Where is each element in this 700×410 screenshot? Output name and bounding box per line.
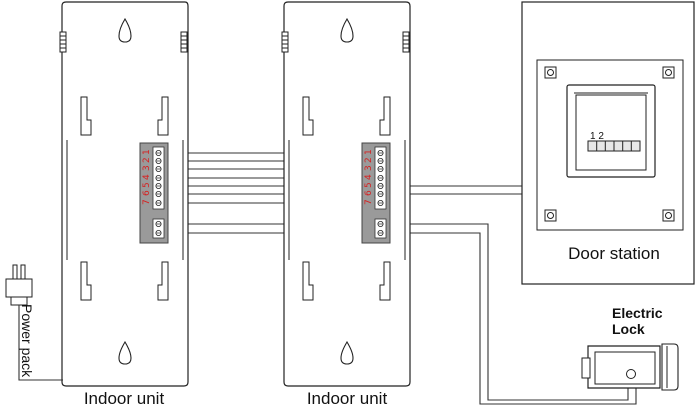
lock-keyhole <box>626 369 636 379</box>
mount-hole-top <box>118 17 132 43</box>
mount-hooks <box>302 96 391 301</box>
vent-slots-left <box>281 31 289 53</box>
power-pack-label: Power pack <box>19 304 35 378</box>
mount-hooks <box>80 96 169 301</box>
lock-wire-2 <box>385 232 637 405</box>
power-cable <box>18 305 63 381</box>
electric-lock: Electric Lock <box>581 305 679 391</box>
terminal-number: 5 <box>142 182 152 188</box>
lock-bolt-plate <box>581 357 591 379</box>
door-terminal-strip <box>587 140 641 152</box>
side-rails <box>66 140 184 260</box>
terminal-number: 3 <box>142 165 152 171</box>
lock-strike-plate <box>661 343 679 391</box>
terminal-number: 4 <box>364 174 374 180</box>
terminal-number: 1 <box>142 149 152 155</box>
lock-wire-1 <box>385 223 629 401</box>
indoor-unit-1: 1 2 3 4 5 6 7 <box>59 1 189 387</box>
power-pack: Power pack <box>5 264 63 381</box>
terminal-number: 4 <box>142 174 152 180</box>
side-rails <box>288 140 406 260</box>
terminal-strip-bottom <box>374 218 387 239</box>
indoor-unit-1-label: Indoor unit <box>84 389 165 408</box>
mount-hole-bottom <box>340 340 354 365</box>
power-plug-icon <box>5 264 33 306</box>
terminal-number: 6 <box>364 190 374 196</box>
vent-slots-left <box>59 31 67 53</box>
terminal-number: 6 <box>142 190 152 196</box>
terminal-number: 7 <box>364 199 374 205</box>
indoor-unit-2: 1 2 3 4 5 6 7 <box>281 1 411 387</box>
door-module-inner <box>574 92 648 171</box>
terminal-number: 3 <box>364 165 374 171</box>
electric-lock-label-line2: Lock <box>612 321 645 337</box>
indoor-unit-2-body <box>283 1 411 387</box>
door-station-label: Door station <box>568 244 660 263</box>
mount-hole-bottom <box>118 340 132 365</box>
terminal-block-1: 1 2 3 4 5 6 7 <box>139 142 169 244</box>
terminal-number: 5 <box>364 182 374 188</box>
terminal-number: 7 <box>142 199 152 205</box>
door-station: 1 2 Door station <box>521 1 695 285</box>
plate-screws <box>544 66 675 222</box>
vent-slots-right <box>402 31 410 53</box>
terminal-strip-bottom <box>152 218 165 239</box>
indoor-unit-1-body <box>61 1 189 387</box>
terminal-number: 2 <box>364 157 374 163</box>
lock-body-inner <box>594 351 656 385</box>
terminal-number: 1 <box>364 149 374 155</box>
terminal-block-2: 1 2 3 4 5 6 7 <box>361 142 391 244</box>
terminal-number: 2 <box>142 157 152 163</box>
mount-hole-top <box>340 17 354 43</box>
door-terminal-numbers: 1 2 <box>590 131 604 142</box>
vent-slots-right <box>180 31 188 53</box>
electric-lock-label-line1: Electric <box>612 305 663 321</box>
indoor-unit-2-label: Indoor unit <box>307 389 388 408</box>
